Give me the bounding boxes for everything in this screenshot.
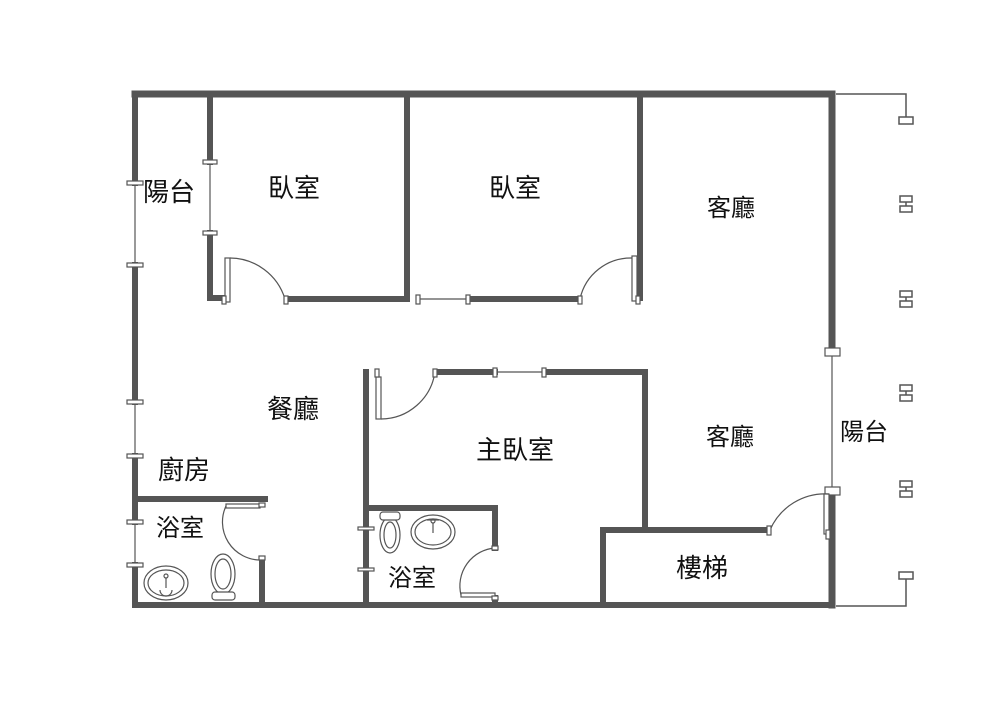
room-label-bathroom-west: 浴室 (156, 514, 204, 542)
walls (131, 90, 836, 609)
room-label-bathroom-master: 浴室 (388, 564, 436, 592)
room-label-staircase: 樓梯 (676, 554, 729, 584)
fixtures (143, 511, 456, 601)
room-label-dining-room: 餐廳 (267, 395, 320, 425)
room-label-bedroom-2: 臥室 (489, 174, 542, 204)
windows (126, 159, 841, 572)
room-label-bedroom-1: 臥室 (268, 174, 321, 204)
room-label-kitchen: 廚房 (158, 456, 211, 486)
doors (221, 255, 831, 601)
room-label-master-bedroom: 主臥室 (476, 436, 555, 466)
room-label-living-room-south: 客廳 (706, 423, 754, 451)
room-label-living-room-north: 客廳 (707, 194, 755, 222)
room-label-balcony-east: 陽台 (840, 418, 888, 446)
room-label-balcony-west: 陽台 (143, 178, 196, 208)
balcony-railing (836, 93, 914, 607)
